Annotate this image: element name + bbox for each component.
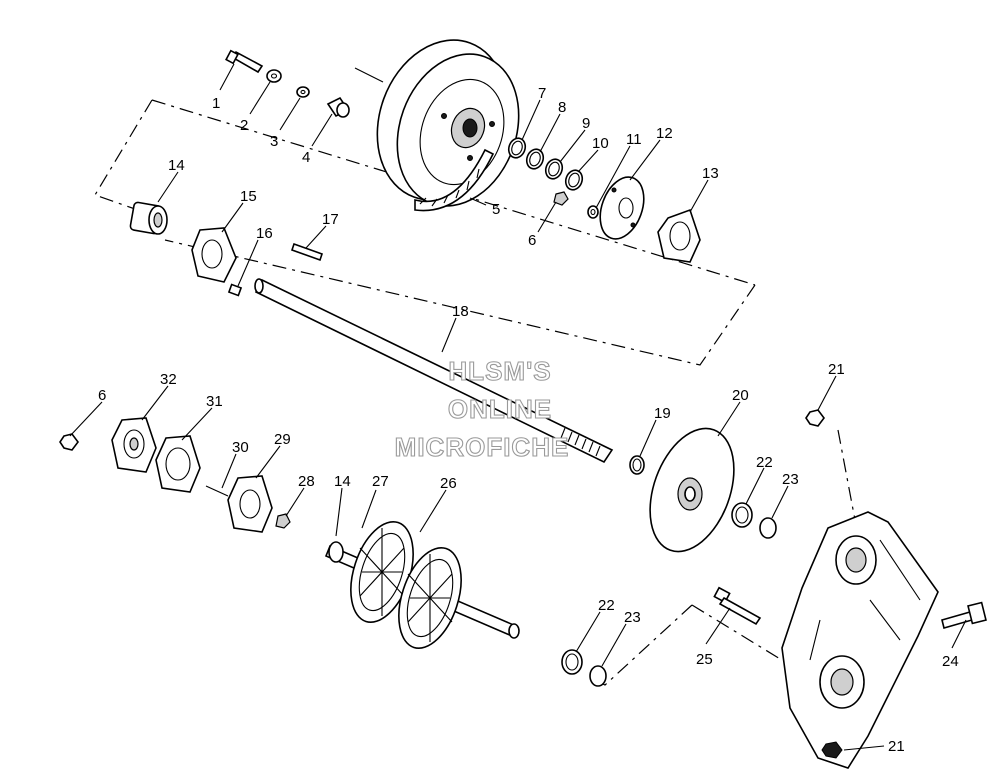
gasket-part-31 xyxy=(155,435,201,493)
bolt-part-25 xyxy=(713,586,762,626)
callout-25: 25 xyxy=(696,651,713,668)
callout-6-lower: 6 xyxy=(98,387,106,404)
washer-part-2 xyxy=(266,69,282,83)
callout-10: 10 xyxy=(592,135,609,152)
key-part-17 xyxy=(290,242,324,262)
chain-part-5 xyxy=(414,148,495,212)
callout-30: 30 xyxy=(232,439,249,456)
bolt-part-24 xyxy=(941,601,987,629)
flange-part-13 xyxy=(657,208,701,263)
chaincase-housing xyxy=(781,511,939,769)
callout-labels: 1 2 3 4 5 6 7 8 9 10 11 12 13 14 15 16 1… xyxy=(98,85,959,755)
flange-part-15 xyxy=(191,227,237,283)
nut-part-6-lower xyxy=(59,433,79,451)
o-ring-part-8 xyxy=(525,148,545,170)
callout-26: 26 xyxy=(440,475,457,492)
callout-1: 1 xyxy=(212,95,220,112)
o-ring-part-7 xyxy=(507,137,527,159)
o-ring-part-9 xyxy=(544,158,564,180)
callout-11: 11 xyxy=(626,131,642,148)
shaft-part-18 xyxy=(254,278,614,464)
callout-22-upper: 22 xyxy=(756,454,773,471)
bearing-part-22-lower xyxy=(561,649,583,675)
callout-9: 9 xyxy=(582,115,590,132)
watermark: HLSM'S ONLINE MICROFICHE xyxy=(394,355,570,462)
callout-5: 5 xyxy=(492,201,500,218)
callout-12: 12 xyxy=(656,125,673,142)
callout-2: 2 xyxy=(240,117,248,134)
nut-part-28 xyxy=(275,513,291,529)
flange-part-29 xyxy=(227,475,273,533)
bearing-part-14-upper xyxy=(129,201,168,235)
callout-18: 18 xyxy=(452,303,469,320)
callout-23-lower: 23 xyxy=(624,609,641,626)
bearing-part-22-upper xyxy=(731,502,753,528)
callout-6-upper: 6 xyxy=(528,232,536,249)
callout-31: 31 xyxy=(206,393,223,410)
watermark-line-1: HLSM'S xyxy=(448,356,551,386)
callout-19: 19 xyxy=(654,405,671,422)
callout-15: 15 xyxy=(240,188,257,205)
watermark-line-3: MICROFICHE xyxy=(395,432,570,462)
drive-shaft-assembly xyxy=(324,520,520,650)
nut-part-6-upper xyxy=(553,191,569,206)
seal-part-23-upper xyxy=(759,517,777,539)
washer-part-11 xyxy=(587,205,599,219)
bolt-part-1 xyxy=(225,49,264,74)
spacer-part-4 xyxy=(326,96,350,118)
callout-8: 8 xyxy=(558,99,566,116)
seal-part-23-lower xyxy=(589,665,607,687)
callout-20: 20 xyxy=(732,387,749,404)
driven-sprocket xyxy=(354,39,520,207)
callout-23-upper: 23 xyxy=(782,471,799,488)
washer-part-3 xyxy=(296,86,310,98)
watermark-line-2: ONLINE xyxy=(448,394,552,424)
callout-17: 17 xyxy=(322,211,339,228)
callout-14-upper: 14 xyxy=(168,157,185,174)
circlip-part-19 xyxy=(629,455,645,475)
callout-24: 24 xyxy=(942,653,959,670)
callout-7: 7 xyxy=(538,85,546,102)
callout-16: 16 xyxy=(256,225,273,242)
callout-13: 13 xyxy=(702,165,719,182)
nut-part-21-upper xyxy=(805,409,825,427)
callout-4: 4 xyxy=(302,149,310,166)
nut-part-21-lower xyxy=(821,741,843,759)
callout-14-lower: 14 xyxy=(334,473,351,490)
callout-32: 32 xyxy=(160,371,177,388)
callout-27: 27 xyxy=(372,473,389,490)
callout-3: 3 xyxy=(270,133,278,150)
bolt-part-16 xyxy=(227,283,243,297)
callout-22-lower: 22 xyxy=(598,597,615,614)
plate-part-12 xyxy=(599,176,645,240)
brake-disc-part-20 xyxy=(649,427,735,553)
callout-21-upper: 21 xyxy=(828,361,845,378)
spring-part-30 xyxy=(205,485,229,497)
flange-part-32 xyxy=(111,417,157,473)
leader-lines xyxy=(69,63,967,751)
callout-21-lower: 21 xyxy=(888,738,905,755)
callout-28: 28 xyxy=(298,473,315,490)
o-ring-part-10 xyxy=(564,169,584,191)
callout-29: 29 xyxy=(274,431,291,448)
